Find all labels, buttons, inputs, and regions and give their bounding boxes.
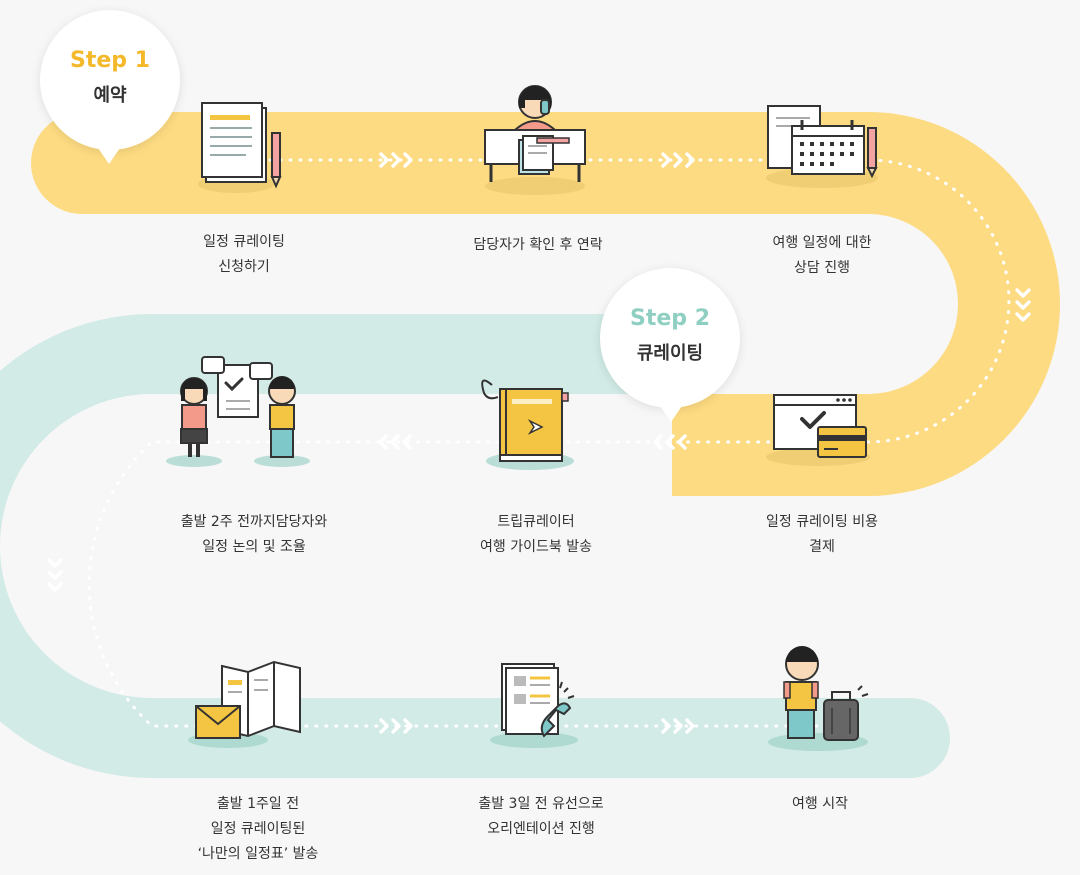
arrow-down-2 [47, 558, 63, 592]
road-dotted-line [87, 158, 1011, 728]
step2-title: Step 2 [630, 306, 710, 331]
application-form-icon [198, 102, 282, 193]
step-label-5: 트립큐레이터 여행 가이드북 발송 [480, 514, 592, 555]
travel-guidebook-icon [481, 379, 574, 470]
step-label-7: 출발 1주일 전 일정 큐레이팅된 ‘나만의 일정표’ 발송 [197, 796, 319, 862]
step-label-3: 여행 일정에 대한 상담 진행 [772, 235, 872, 276]
arrow-left-2 [378, 434, 412, 450]
arrow-right-1 [379, 152, 413, 168]
traveler-luggage-icon [768, 646, 869, 751]
arrow-right-4 [661, 718, 695, 734]
step2-name: 큐레이팅 [636, 343, 704, 364]
arrow-right-2 [661, 152, 695, 168]
phone-orientation-icon [490, 663, 578, 748]
step2-bubble: Step 2 큐레이팅 [600, 268, 740, 422]
arrow-right-3 [379, 718, 413, 734]
staff-on-phone-icon [484, 85, 586, 195]
calendar-schedule-icon [766, 105, 878, 188]
step1-name: 예약 [93, 85, 127, 106]
step-label-4: 일정 큐레이팅 비용 결제 [766, 514, 878, 555]
payment-card-icon [766, 394, 870, 466]
arrow-left-1 [653, 434, 687, 450]
step-label-6: 출발 2주 전까지담당자와 일정 논의 및 조율 [180, 514, 328, 555]
step1-title: Step 1 [70, 48, 150, 73]
step-label-8: 출발 3일 전 유선으로 오리엔테이션 진행 [478, 796, 604, 837]
step-label-2: 담당자가 확인 후 연락 [473, 237, 603, 253]
step-label-9: 여행 시작 [792, 796, 848, 812]
consultation-people-icon [166, 356, 310, 467]
itinerary-envelope-icon [188, 660, 301, 748]
step-label-1: 일정 큐레이팅 신청하기 [203, 234, 285, 275]
step1-bubble: Step 1 예약 [40, 10, 180, 164]
arrow-down-1 [1015, 288, 1031, 322]
